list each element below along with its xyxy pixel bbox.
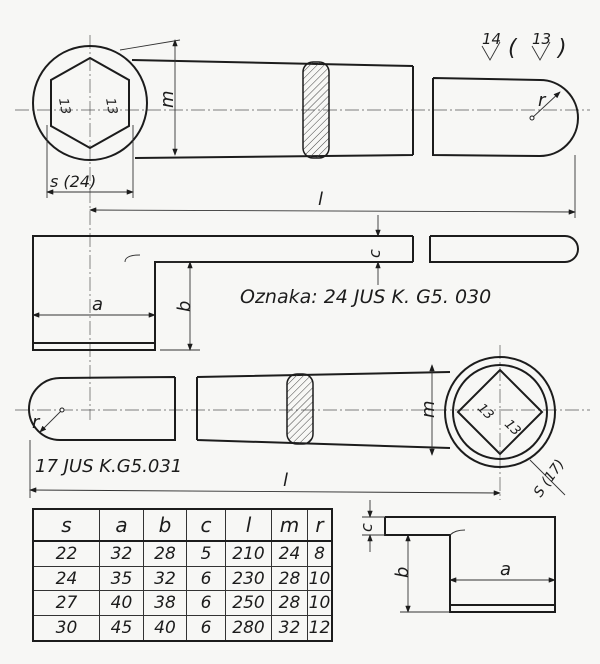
table-cell: 8 [307,540,333,567]
svg-text:): ) [556,36,567,61]
svg-text:(: ( [508,36,518,61]
svg-text:m: m [157,90,178,108]
svg-text:r: r [32,412,41,433]
svg-text:s (24): s (24) [50,172,96,191]
column-header: s [32,508,100,542]
table-cell: 28 [271,565,308,592]
roughness-symbol-icon [531,41,551,61]
svg-text:l: l [318,189,323,210]
svg-text:13: 13 [55,97,73,116]
table-cell: 32 [99,540,144,567]
column-header: a [99,508,144,542]
svg-text:c: c [365,249,384,258]
svg-text:13: 13 [532,30,551,48]
table-cell: 28 [271,590,308,617]
column-header: r [307,508,333,542]
column-header: l [225,508,272,542]
table-cell: 30 [32,615,100,642]
table-cell: 10 [307,590,333,617]
table-cell: 28 [143,540,187,567]
table-cell: 12 [307,615,333,642]
table-cell: 40 [99,590,144,617]
side-view: c a b Oznaka: 24 JUS K. G5. 030 [32,215,579,351]
svg-text:S (17): S (17) [531,457,568,501]
svg-text:17 JUS K.G5.031: 17 JUS K.G5.031 [35,456,182,477]
svg-text:a: a [92,294,103,315]
table-cell: 6 [186,565,226,592]
surface-roughness-marks: 14 ( 13 ) [481,30,567,61]
table-cell: 38 [143,590,187,617]
table-cell: 210 [225,540,272,567]
table-cell: 24 [32,565,100,592]
svg-text:r: r [538,90,547,111]
column-header: b [143,508,187,542]
roughness-symbol-icon [481,41,501,61]
table-cell: 32 [143,565,187,592]
bottom-view: 13 13 r m S (17) l 17 JUS K.G5.031 [15,345,590,500]
svg-text:b: b [392,567,413,578]
svg-text:b: b [174,301,195,312]
table-cell: 250 [225,590,272,617]
svg-text:a: a [500,559,511,580]
table-cell: 10 [307,565,333,592]
table-cell: 32 [271,615,308,642]
table-header-row: s a b c l m r [32,508,333,542]
svg-text:14: 14 [482,30,501,48]
svg-text:13: 13 [102,97,120,116]
table-cell: 5 [186,540,226,567]
table-cell: 45 [99,615,144,642]
table-cell: 27 [32,590,100,617]
table-cell: 35 [99,565,144,592]
top-view: r m 13 13 s (24) l [15,35,590,420]
svg-text:m: m [418,400,439,418]
svg-text:13: 13 [501,417,523,439]
bottom-side-view: c b a [357,500,556,613]
column-header: m [271,508,308,542]
table-cell: 230 [225,565,272,592]
table-cell: 40 [143,615,187,642]
svg-text:13: 13 [474,401,496,423]
table-cell: 24 [271,540,308,567]
svg-text:l: l [283,470,288,491]
svg-text:c: c [357,523,376,532]
table-cell: 22 [32,540,100,567]
svg-text:Oznaka: 24 JUS K. G5. 030: Oznaka: 24 JUS K. G5. 030 [240,286,491,308]
table-cell: 6 [186,590,226,617]
column-header: c [186,508,226,542]
table-cell: 6 [186,615,226,642]
table-cell: 280 [225,615,272,642]
